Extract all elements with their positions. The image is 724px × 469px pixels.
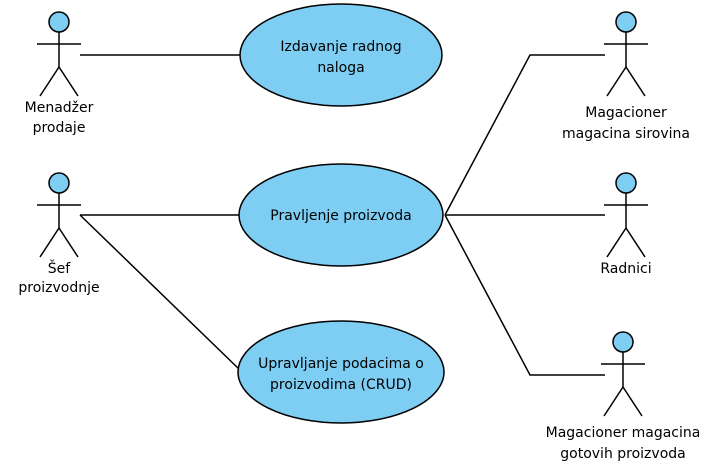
actor-sef-proizvodnje[interactable]: Šef proizvodnje: [18, 172, 100, 296]
use-case-upravljanje[interactable]: Upravljanje podacima o proizvodima (CRUD…: [237, 320, 445, 424]
actor-label-line2: magacina sirovina: [562, 126, 690, 142]
use-case-ellipse: [239, 3, 443, 107]
use-case-ellipse: [237, 320, 445, 424]
use-case-label-line1: Pravljenje proizvoda: [270, 208, 412, 224]
actor-figure-icon: [604, 172, 648, 258]
actor-figure-icon: [604, 11, 648, 97]
actor-label-line1: Magacioner magacina: [546, 425, 701, 441]
associations: [79, 54, 605, 376]
use-case-izdavanje[interactable]: Izdavanje radnog naloga: [239, 3, 443, 107]
actor-magacioner-gotovih[interactable]: Magacioner magacina gotovih proizvoda: [546, 331, 701, 462]
actor-magacioner-sirovina[interactable]: Magacioner magacina sirovina: [562, 11, 690, 142]
assoc-pravljenje-mag-gotovih: [444, 214, 605, 376]
use-case-ellipse: [238, 163, 444, 267]
use-case-label-line2: proizvodima (CRUD): [270, 377, 412, 393]
actor-figure-icon: [37, 172, 81, 258]
use-case-label-line2: naloga: [317, 60, 364, 76]
actor-figure-icon: [37, 11, 81, 97]
use-case-label-line1: Upravljanje podacima o: [258, 356, 424, 372]
actor-label-line1: Radnici: [600, 261, 651, 277]
actor-label-line2: proizvodnje: [18, 280, 99, 296]
use-case-pravljenje[interactable]: Pravljenje proizvoda: [238, 163, 444, 267]
actor-label-line1: Magacioner: [585, 105, 667, 121]
actor-label-line1: Menadžer: [25, 100, 94, 116]
actor-menadzer-prodaje[interactable]: Menadžer prodaje: [25, 11, 94, 136]
actor-figure-icon: [601, 331, 645, 417]
assoc-sef-upravljanje: [79, 214, 241, 371]
actor-label-line1: Šef: [48, 259, 72, 277]
actor-label-line2: gotovih proizvoda: [560, 446, 685, 462]
assoc-pravljenje-mag-sirovina: [444, 54, 605, 216]
actor-label-line2: prodaje: [33, 120, 86, 136]
actor-radnici[interactable]: Radnici: [600, 172, 652, 277]
use-case-label-line1: Izdavanje radnog: [280, 39, 401, 55]
